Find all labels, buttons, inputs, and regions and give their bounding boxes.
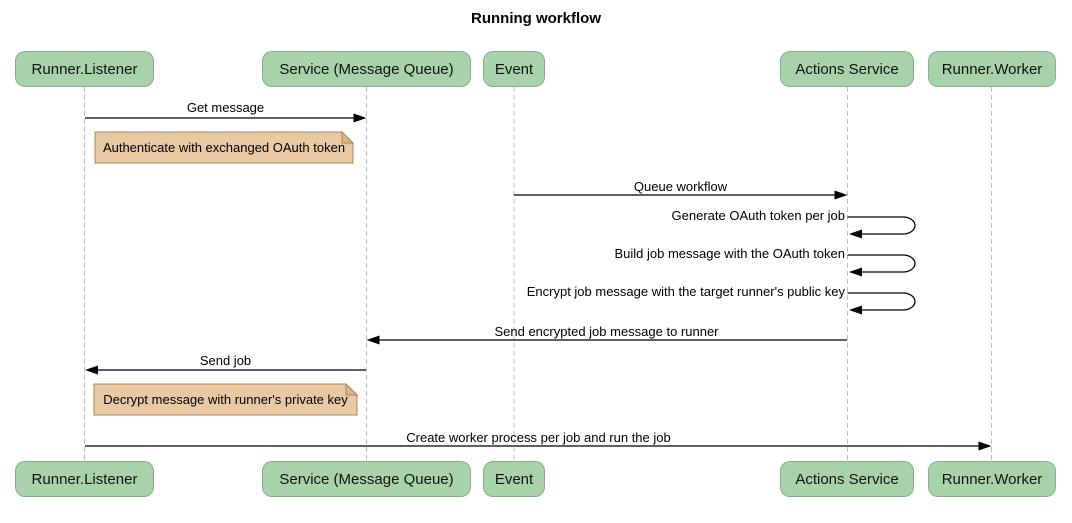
self-loop-encrypt-job-message xyxy=(847,292,916,315)
arrow-create-worker-process xyxy=(85,441,992,451)
message-label-send-job: Send job xyxy=(199,353,252,368)
participant-label: Service (Message Queue) xyxy=(279,470,454,488)
participant-top-event: Event xyxy=(483,51,545,87)
message-label-encrypt-job-message: Encrypt job message with the target runn… xyxy=(526,284,845,299)
participant-label: Runner.Worker xyxy=(941,60,1043,78)
message-label-generate-oauth-token: Generate OAuth token per job xyxy=(671,208,845,223)
participant-label: Event xyxy=(494,470,534,488)
message-label-create-worker-process: Create worker process per job and run th… xyxy=(406,430,671,445)
participant-label: Actions Service xyxy=(795,60,899,78)
arrow-queue-workflow xyxy=(514,190,848,200)
note-shape-authenticate xyxy=(94,130,355,164)
self-loop-generate-oauth-token xyxy=(847,216,916,239)
lifelines xyxy=(84,87,992,461)
note-shape-decrypt xyxy=(93,382,359,416)
note-decrypt-private-key: Decrypt message with runner's private ke… xyxy=(103,392,348,407)
participant-top-service-message-queue: Service (Message Queue) xyxy=(262,51,471,87)
participant-bottom-runner-listener: Runner.Listener xyxy=(15,461,154,497)
participant-bottom-runner-worker: Runner.Worker xyxy=(928,461,1056,497)
participant-bottom-event: Event xyxy=(483,461,545,497)
arrow-send-encrypted-job-message xyxy=(366,335,847,345)
message-label-queue-workflow: Queue workflow xyxy=(633,179,728,194)
participant-top-runner-worker: Runner.Worker xyxy=(928,51,1056,87)
participant-bottom-service-message-queue: Service (Message Queue) xyxy=(262,461,471,497)
participant-label: Runner.Listener xyxy=(31,60,138,78)
note-shapes xyxy=(93,130,359,416)
participant-bottom-actions-service: Actions Service xyxy=(780,461,914,497)
participant-label: Service (Message Queue) xyxy=(279,60,454,78)
message-label-build-job-message: Build job message with the OAuth token xyxy=(614,246,845,261)
participant-label: Runner.Listener xyxy=(31,470,138,488)
participant-label: Event xyxy=(494,60,534,78)
participant-label: Actions Service xyxy=(795,470,899,488)
participant-top-runner-listener: Runner.Listener xyxy=(15,51,154,87)
participant-top-actions-service: Actions Service xyxy=(780,51,914,87)
arrow-send-job xyxy=(85,365,366,375)
message-arrows xyxy=(85,113,992,451)
message-label-send-encrypted-message: Send encrypted job message to runner xyxy=(494,324,719,339)
arrow-get-message xyxy=(85,113,367,123)
message-label-get-message: Get message xyxy=(186,100,265,115)
diagram-title: Running workflow xyxy=(471,10,601,27)
self-loop-build-job-message xyxy=(847,254,916,277)
note-authenticate-oauth: Authenticate with exchanged OAuth token xyxy=(102,140,346,155)
participant-label: Runner.Worker xyxy=(941,470,1043,488)
